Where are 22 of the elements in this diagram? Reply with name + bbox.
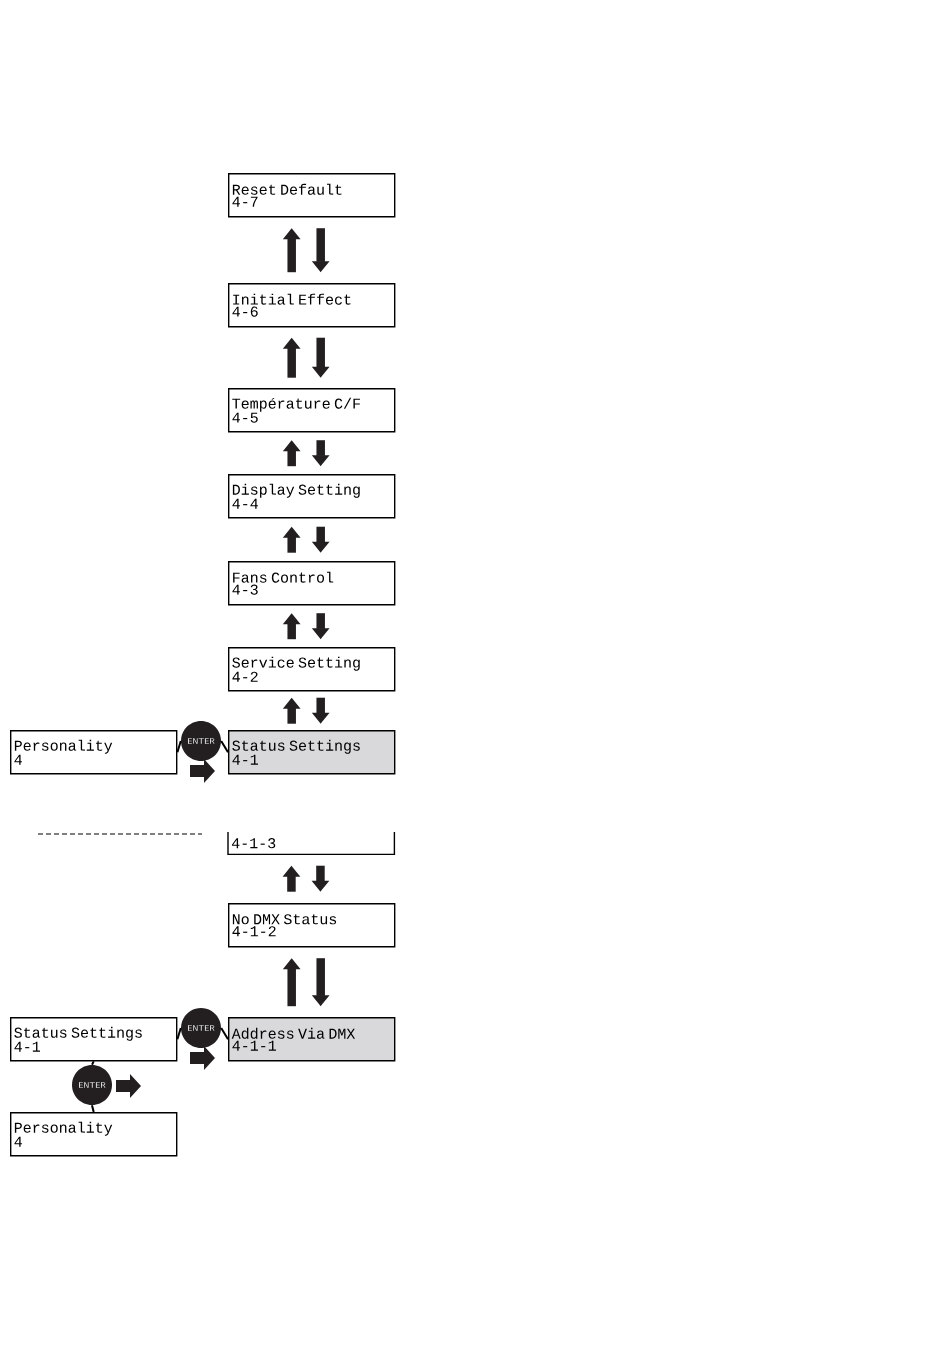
display-box: No DMX Status 4-1-2 [228,903,396,948]
display-box: Service Setting 4-2 [228,647,396,692]
enter-button: ENTER [181,1008,221,1048]
connector-line [91,1060,95,1066]
display-box: Fans Control 4-3 [228,561,396,606]
connector-line [176,1027,182,1041]
display-box: Address Via DMX 4-1-1 [228,1017,396,1062]
display-box: Display Setting 4-4 [228,474,396,519]
display-box: Personality 4 [10,1112,178,1157]
display-box: Status Settings 4-1 [228,730,396,775]
display-box: Personality 4 [10,730,178,775]
connector-line [220,740,229,754]
connector-line [91,1104,95,1113]
display-box: Initial Effect 4-6 [228,283,396,328]
display-box: Status Settings 4-1 [10,1017,178,1062]
display-box: Reset Default 4-7 [228,173,396,218]
display-box: 4-1-3 [227,831,396,856]
enter-button: ENTER [181,721,221,761]
enter-button: ENTER [72,1065,112,1105]
connector-line [176,740,182,754]
connector-line [220,1027,229,1041]
display-box: Température C/F 4-5 [228,388,396,433]
